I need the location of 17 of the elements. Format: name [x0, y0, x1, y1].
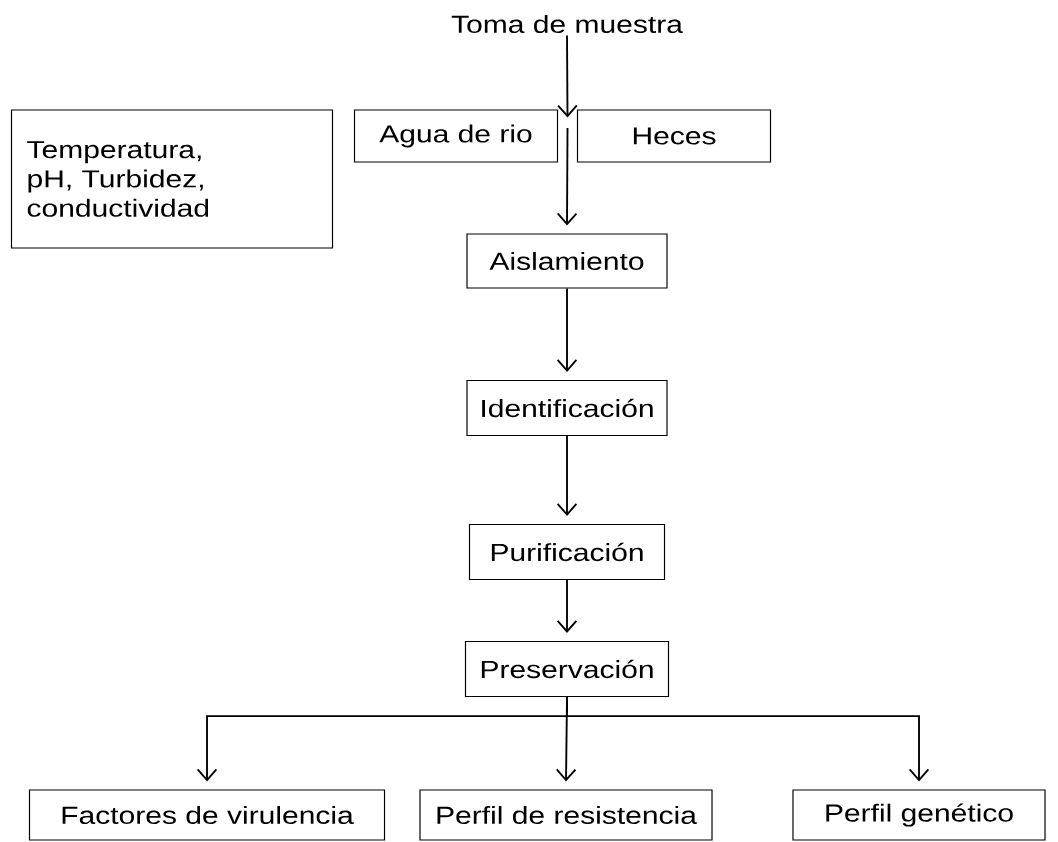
process-box: Perfil genético [792, 789, 1046, 841]
arrow [557, 34, 578, 118]
arrow [556, 579, 578, 633]
process-box: Factores de virulencia [28, 789, 386, 841]
step-label: Toma de muestra [451, 14, 683, 34]
arrow [566, 696, 930, 782]
arrow [556, 127, 578, 226]
process-box: Preservación [464, 640, 670, 698]
process-box: Heces [576, 109, 772, 163]
process-box: Perfil de resistencia [419, 789, 713, 841]
process-box: Agua de rio [353, 109, 559, 163]
arrow [556, 435, 578, 516]
process-box: Aislamiento [466, 233, 668, 289]
arrow [556, 287, 578, 372]
parameter-box: Temperatura, pH, Turbidez, conductividad [10, 109, 334, 249]
process-box: Purificación [468, 523, 666, 581]
process-box: Identificación [466, 379, 668, 437]
